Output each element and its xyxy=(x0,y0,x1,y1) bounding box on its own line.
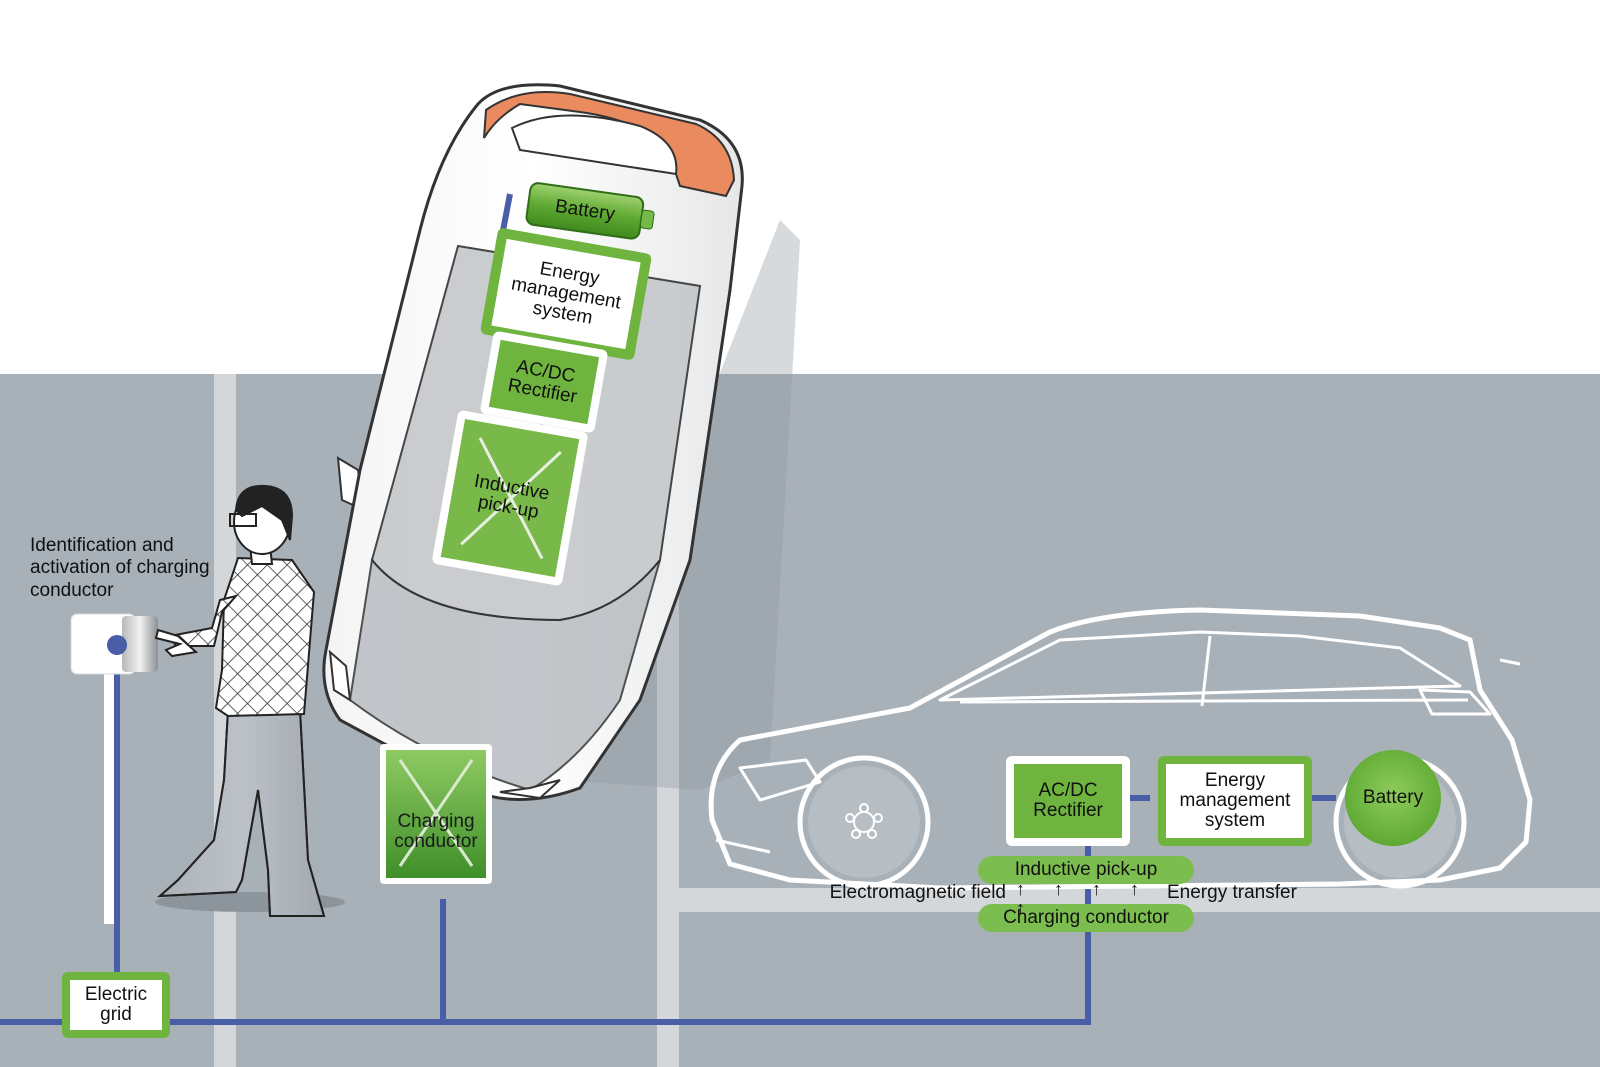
identification-line-2: activation of charging xyxy=(30,557,210,579)
top-car-components xyxy=(432,182,655,586)
electric-grid-label: Electric grid xyxy=(70,985,162,1025)
electric-grid-line-1: Electric xyxy=(84,984,148,1005)
side-car-components xyxy=(978,750,1441,932)
electric-grid-box xyxy=(62,972,170,1038)
side-pickup-text: Inductive pick-up xyxy=(1014,859,1158,881)
person-illustration xyxy=(154,484,345,917)
identification-label: Identification and activation of chargin… xyxy=(30,535,260,602)
electric-grid-line-2: grid xyxy=(100,1003,132,1025)
pad-label-line-1: Charging xyxy=(397,811,475,832)
side-ems-line-3: system xyxy=(1204,809,1266,831)
side-rectifier-line-1: AC/DC xyxy=(1038,780,1098,802)
pad-label-line-2: conductor xyxy=(394,830,478,852)
side-battery-label: Battery xyxy=(1345,784,1441,812)
field-arrows: ↑ ↑ ↑ ↑ ↑ xyxy=(1016,879,1152,918)
top-battery-text: Battery xyxy=(553,195,617,226)
side-ems-line-2: management xyxy=(1179,790,1291,812)
side-charging-conductor-label: Charging conductor xyxy=(978,904,1194,932)
power-wires xyxy=(0,647,1091,1025)
side-ems-line-1: Energy xyxy=(1204,770,1266,792)
charging-conductor-pad xyxy=(380,744,492,884)
side-energy-management-label: Energy management system xyxy=(1166,764,1304,838)
electromagnetic-field-label: Electromagnetic field xyxy=(829,882,1006,903)
activation-button[interactable] xyxy=(107,635,127,655)
charging-conductor-pad-label: Charging conductor xyxy=(380,812,492,852)
charging-post xyxy=(70,613,158,924)
side-rectifier-line-2: Rectifier xyxy=(1033,800,1103,821)
energy-transfer-label: Energy transfer xyxy=(1167,882,1297,903)
identification-line-3: conductor xyxy=(30,579,114,601)
side-conductor-text: Charging conductor xyxy=(1003,907,1169,929)
side-inductive-pickup-label: Inductive pick-up xyxy=(978,856,1194,884)
side-battery-text: Battery xyxy=(1362,787,1424,809)
side-rectifier-label: AC/DC Rectifier xyxy=(1014,764,1122,838)
identification-line-1: Identification and xyxy=(30,535,174,556)
top-inductive-pickup-label: Inductive pick-up xyxy=(441,419,580,577)
